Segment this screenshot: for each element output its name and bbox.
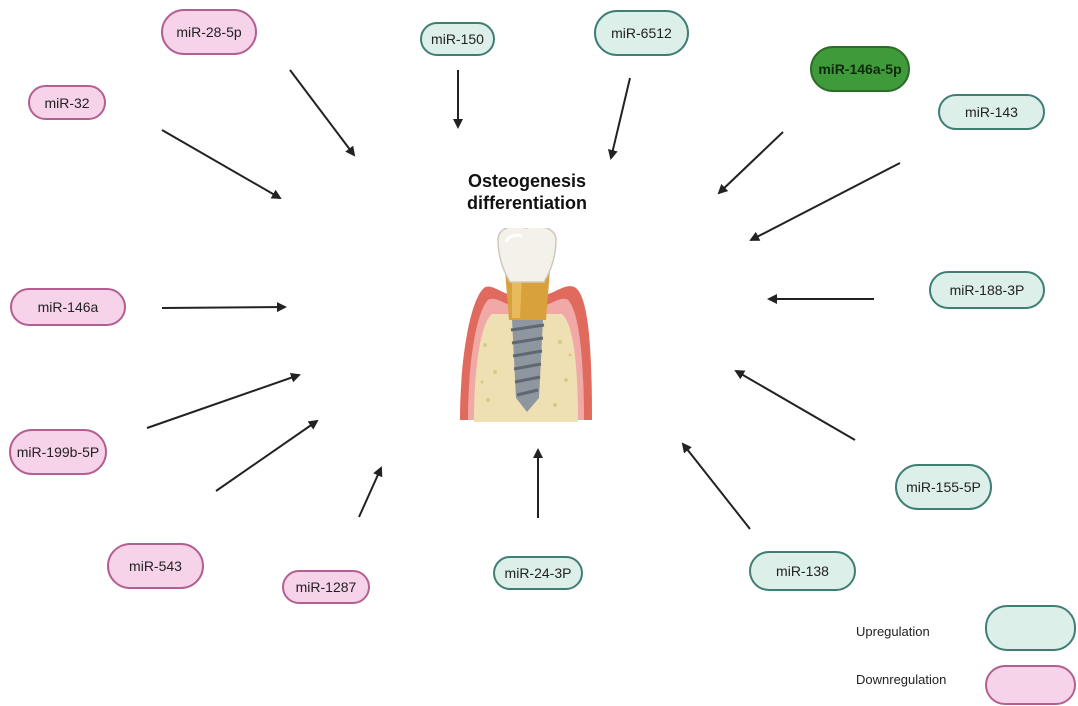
node-mir-543: miR-543 [107, 543, 204, 589]
center-title-line1: Osteogenesis [467, 171, 587, 191]
arrow-mir-543 [215, 419, 319, 492]
node-mir-143: miR-143 [938, 94, 1045, 130]
legend-down-label: Downregulation [856, 672, 947, 687]
node-mir-32: miR-32 [28, 85, 106, 120]
arrow-mir-32 [161, 129, 282, 199]
legend-up-swatch [985, 605, 1076, 651]
node-mir-150: miR-150 [420, 22, 495, 56]
arrow-mir-146a [161, 302, 287, 313]
arrow-mir-199b-5p [146, 372, 301, 429]
center-title: Osteogenesis differentiation [440, 170, 614, 214]
node-mir-1287: miR-1287 [282, 570, 370, 604]
legend-down-swatch [985, 665, 1076, 705]
legend-up-label: Upregulation [856, 624, 930, 639]
arrow-mir-6512 [607, 77, 631, 160]
node-mir-138: miR-138 [749, 551, 856, 591]
arrow-mir-138 [681, 442, 751, 530]
node-mir-6512: miR-6512 [594, 10, 689, 56]
node-mir-28-5p: miR-28-5p [161, 9, 257, 55]
node-mir-146a: miR-146a [10, 288, 126, 326]
node-mir-146a-5p: miR-146a-5p [810, 46, 910, 92]
arrow-mir-28-5p [289, 69, 356, 157]
arrow-mir-155-5p [734, 369, 856, 441]
arrow-mir-146a-5p [717, 131, 784, 195]
center-title-line2: differentiation [467, 193, 587, 213]
dental-implant-icon [460, 228, 592, 422]
arrow-mir-1287 [358, 466, 383, 518]
node-mir-199b-5p: miR-199b-5P [9, 429, 107, 475]
node-mir-24-3p: miR-24-3P [493, 556, 583, 590]
node-mir-188-3p: miR-188-3P [929, 271, 1045, 309]
node-mir-155-5p: miR-155-5P [895, 464, 992, 510]
arrow-mir-143 [749, 162, 901, 241]
